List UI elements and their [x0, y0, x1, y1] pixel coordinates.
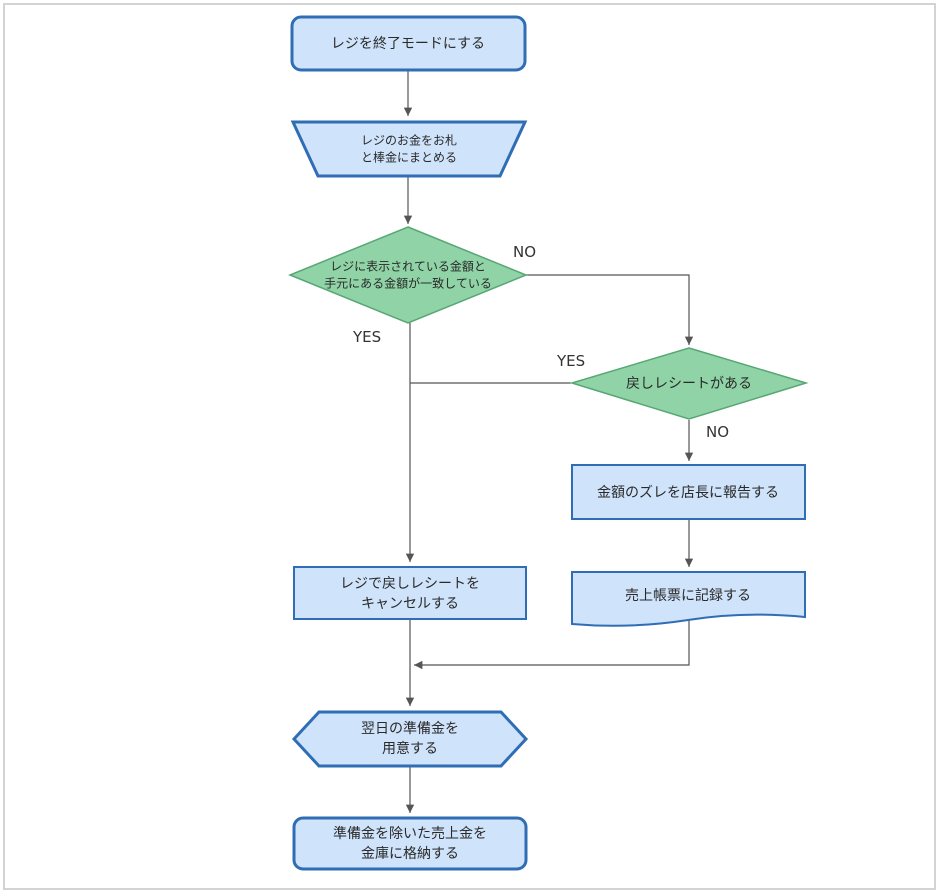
- store-label-line2: 金庫に格納する: [361, 845, 459, 862]
- manual-operation-label-line2: と棒金にまとめる: [361, 150, 457, 165]
- node-manual-operation[interactable]: レジのお金をお札 と棒金にまとめる: [290, 120, 528, 178]
- edge-label-refund-yes: YES: [556, 352, 585, 370]
- decision-refund-label: 戻しレシートがある: [626, 376, 752, 392]
- decision-refund-shape: [569, 347, 809, 420]
- manual-operation-shape: [290, 120, 528, 178]
- cancel-label-line1: レジで戻しレシートを: [340, 576, 480, 592]
- node-decision-match[interactable]: レジに表示されている金額と 手元にある金額が一致している: [288, 226, 528, 324]
- decision-match-shape: [288, 226, 528, 324]
- start-label: レジを終了モードにする: [331, 36, 485, 52]
- report-shape: [571, 464, 806, 520]
- edge-label-refund-no: NO: [706, 423, 729, 441]
- manual-operation-label-line1: レジのお金をお札: [361, 133, 457, 148]
- record-shape: [571, 571, 806, 627]
- node-store[interactable]: 準備金を除いた売上金を 金庫に格納する: [292, 816, 528, 871]
- connectors: [403, 71, 694, 813]
- edge-label-match-no: NO: [513, 243, 536, 261]
- cancel-label-line2: キャンセルする: [361, 596, 459, 612]
- prepare-label-line1: 翌日の準備金を: [361, 721, 459, 737]
- cancel-shape: [293, 566, 527, 620]
- edge-record-merge: [414, 620, 690, 670]
- prepare-label-line2: 用意する: [382, 740, 438, 757]
- node-prepare[interactable]: 翌日の準備金を 用意する: [291, 710, 529, 768]
- node-record[interactable]: 売上帳票に記録する: [571, 571, 806, 627]
- edge-label-match-yes: YES: [352, 328, 381, 346]
- store-label-line1: 準備金を除いた売上金を: [333, 826, 487, 842]
- report-label: 金額のズレを店長に報告する: [597, 485, 779, 501]
- node-cancel[interactable]: レジで戻しレシートを キャンセルする: [293, 566, 527, 620]
- store-shape: [292, 816, 528, 871]
- node-decision-refund[interactable]: 戻しレシートがある: [569, 347, 809, 420]
- decision-match-label-line2: 手元にある金額が一致している: [324, 276, 492, 291]
- edge-decision-no: [525, 274, 694, 345]
- prepare-shape: [291, 710, 529, 768]
- decision-match-label-line1: レジに表示されている金額と: [330, 259, 486, 274]
- start-shape: [290, 15, 527, 72]
- node-start[interactable]: レジを終了モードにする: [290, 15, 527, 72]
- node-report[interactable]: 金額のズレを店長に報告する: [571, 464, 806, 520]
- record-label: 売上帳票に記録する: [625, 587, 751, 604]
